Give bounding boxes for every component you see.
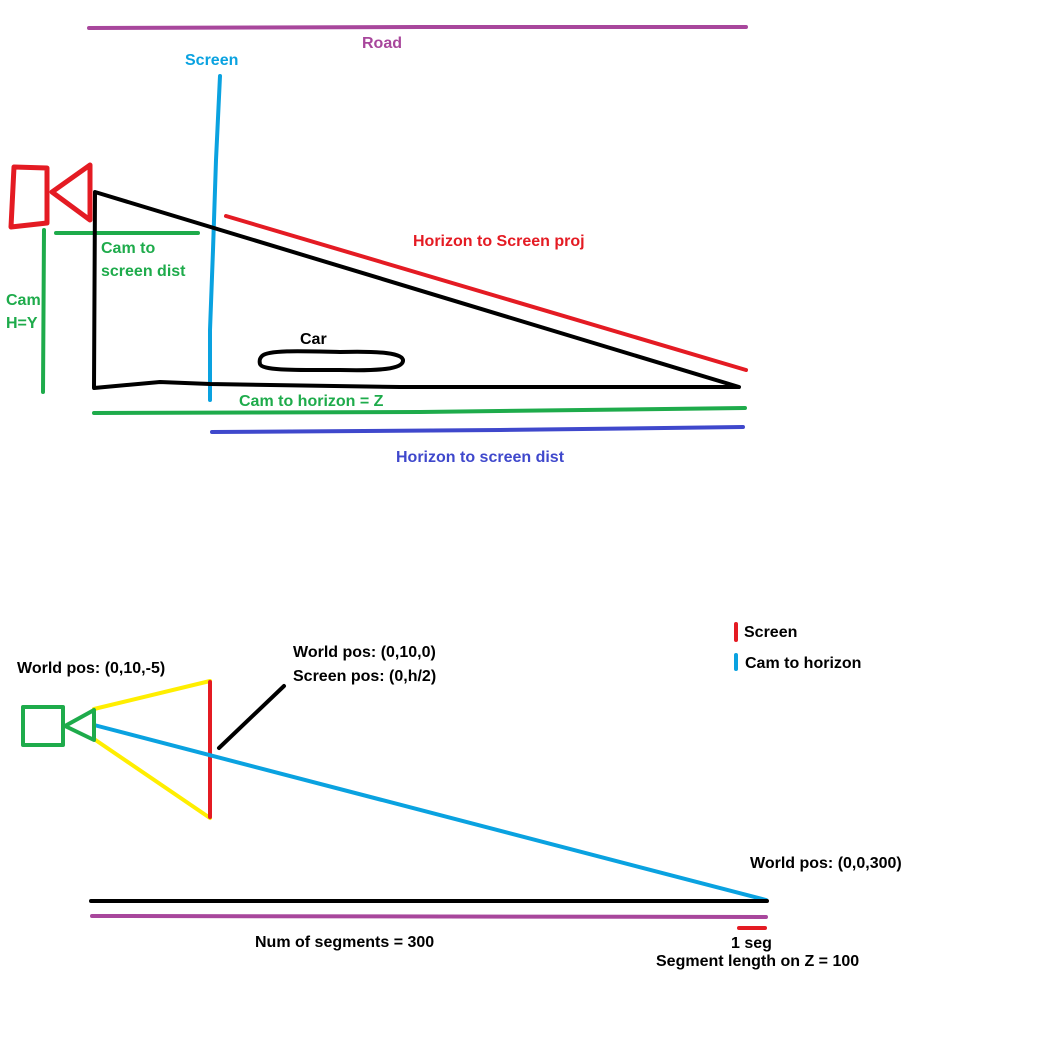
cam-horizon-label: Cam to horizon = Z <box>239 393 384 410</box>
camera-icon <box>8 162 93 230</box>
horizon-world-pos-label: World pos: (0,0,300) <box>750 855 902 872</box>
cam-screen-dist-label-1: Cam to <box>101 240 155 257</box>
horizon-screen-dist-line <box>210 425 745 434</box>
segment-length-label: Segment length on Z = 100 <box>656 953 859 970</box>
cam-height-line <box>41 228 46 394</box>
bottom-diagram: Screen Cam to horizon World pos: (0,10,-… <box>17 622 902 970</box>
road-label: Road <box>362 35 402 52</box>
one-seg-label: 1 seg <box>731 935 772 952</box>
car-shape <box>257 349 405 373</box>
frustum-top-line <box>92 679 212 711</box>
cam-horizon-line <box>92 406 747 415</box>
legend: Screen Cam to horizon <box>734 622 861 672</box>
view-triangle <box>92 190 741 390</box>
camera-world-pos-label: World pos: (0,10,-5) <box>17 660 165 677</box>
horizon-proj-label: Horizon to Screen proj <box>413 233 585 250</box>
legend-label-screen: Screen <box>744 624 797 641</box>
top-diagram: Road Screen Cam H=Y Cam to screen dist H… <box>6 25 748 466</box>
pointer-line <box>217 684 286 750</box>
camera-bottom-icon <box>21 705 96 747</box>
cam-screen-dist-label-2: screen dist <box>101 263 186 280</box>
car-label: Car <box>300 331 327 348</box>
cam-height-label-1: Cam <box>6 292 41 309</box>
screen-line <box>208 74 222 402</box>
screen-screen-pos-label: Screen pos: (0,h/2) <box>293 668 436 685</box>
horizon-proj-line <box>224 214 748 372</box>
cam-to-horizon-line <box>92 723 768 902</box>
screen-label: Screen <box>185 52 238 69</box>
horizon-screen-dist-label: Horizon to screen dist <box>396 449 565 466</box>
frustum-bottom-line <box>92 737 212 820</box>
screen-world-pos-label: World pos: (0,10,0) <box>293 644 436 661</box>
num-segments-label: Num of segments = 300 <box>255 934 434 951</box>
road-line <box>87 25 748 30</box>
legend-label-cam-horizon: Cam to horizon <box>745 655 861 672</box>
road-segments-line <box>90 914 768 919</box>
cam-height-label-2: H=Y <box>6 315 38 332</box>
